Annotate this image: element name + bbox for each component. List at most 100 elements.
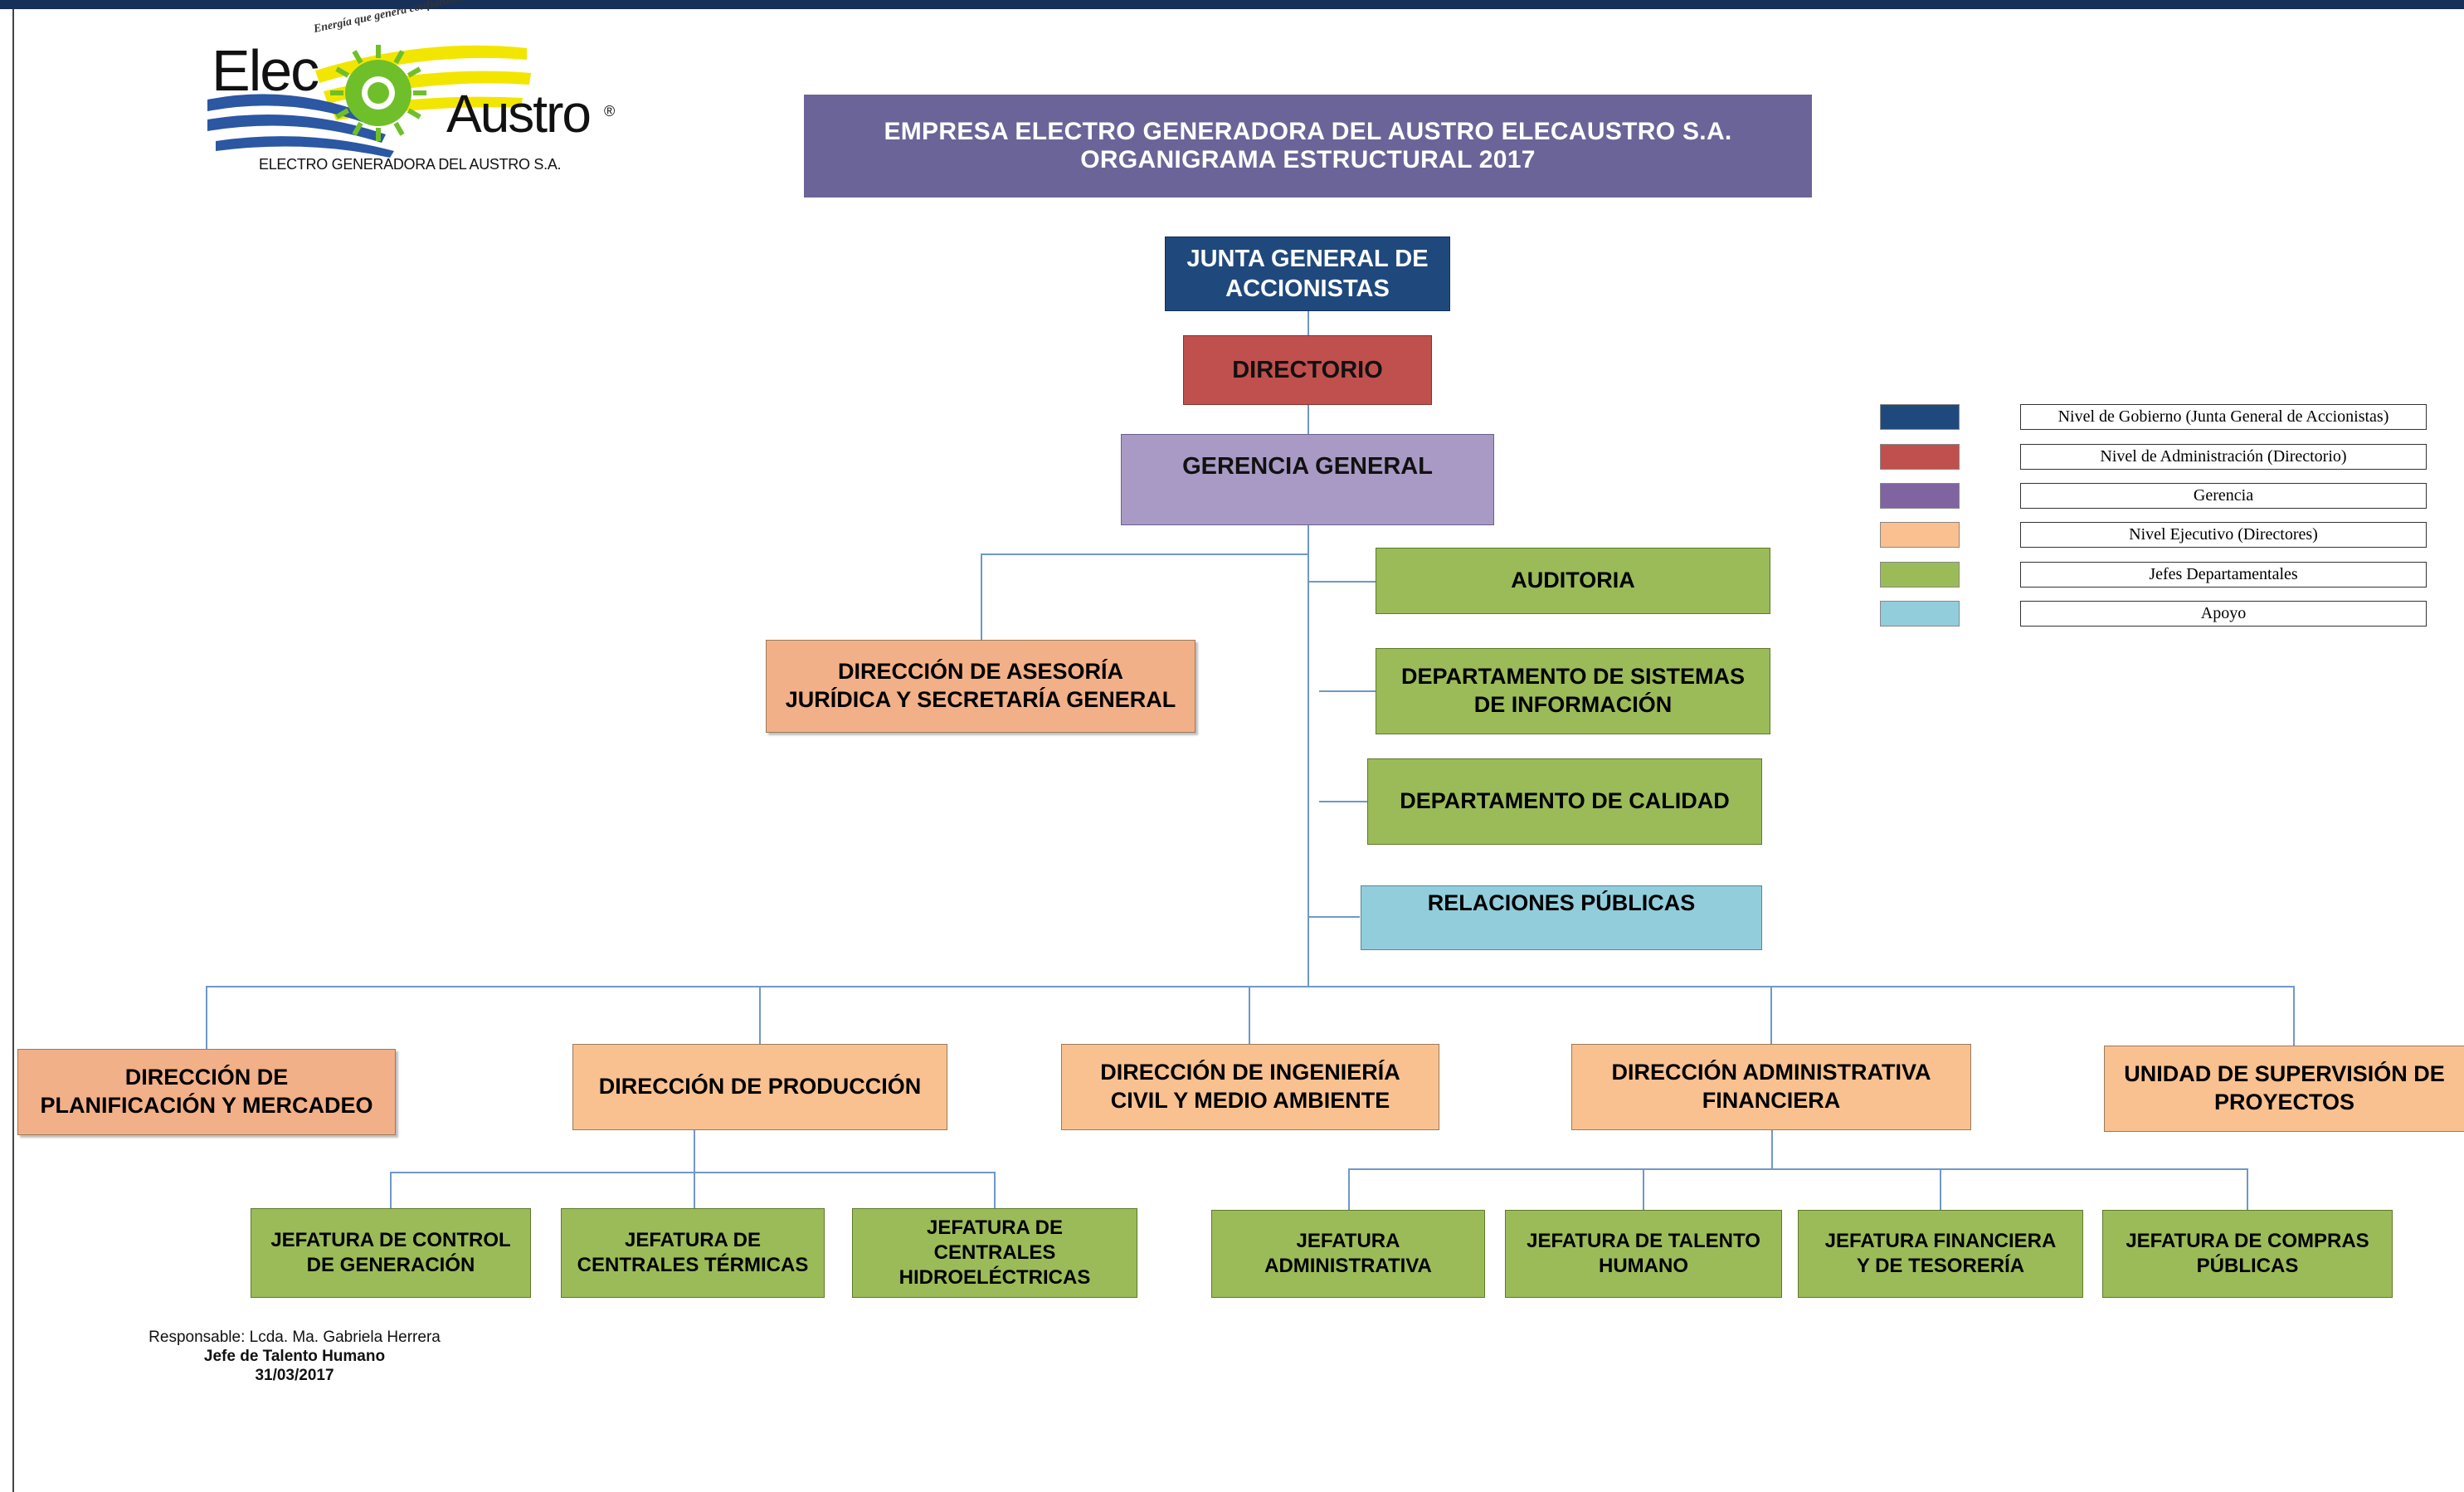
connector bbox=[2293, 986, 2295, 1046]
connector bbox=[2247, 1168, 2248, 1210]
node-relaciones-publicas: RELACIONES PÚBLICAS bbox=[1361, 885, 1762, 950]
node-label: Y DE TESORERÍA bbox=[1856, 1255, 2025, 1277]
footer-responsable-name: Responsable: Lcda. Ma. Gabriela Herrera bbox=[149, 1329, 441, 1346]
connector bbox=[1307, 311, 1309, 987]
node-label: JURÍDICA Y SECRETARÍA GENERAL bbox=[785, 687, 1176, 712]
node-ingenieria-civil: DIRECCIÓN DE INGENIERÍA CIVIL Y MEDIO AM… bbox=[1061, 1044, 1439, 1130]
left-border-line bbox=[12, 9, 14, 1492]
connector bbox=[1940, 1168, 1941, 1210]
node-label: JEFATURA DE bbox=[624, 1229, 761, 1251]
node-label: DIRECCIÓN DE PRODUCCIÓN bbox=[598, 1074, 922, 1099]
node-label: DEPARTAMENTO DE SISTEMAS bbox=[1400, 664, 1746, 690]
node-label: ADMINISTRATIVA bbox=[1264, 1255, 1432, 1277]
connector bbox=[1348, 1168, 2248, 1170]
connector bbox=[1771, 1130, 1773, 1170]
legend-swatch-ejecutivo bbox=[1880, 522, 1960, 548]
chart-title-line2: ORGANIGRAMA ESTRUCTURAL 2017 bbox=[1080, 146, 1536, 173]
node-sistemas-informacion: DEPARTAMENTO DE SISTEMAS DE INFORMACIÓN bbox=[1376, 648, 1770, 734]
node-asesoria-juridica: DIRECCIÓN DE ASESORÍA JURÍDICA Y SECRETA… bbox=[766, 640, 1195, 733]
node-jefatura-talento-humano: JEFATURA DE TALENTO HUMANO bbox=[1505, 1210, 1782, 1298]
connector bbox=[694, 1130, 695, 1173]
connector bbox=[1308, 916, 1360, 918]
node-label: JEFATURA DE COMPRAS bbox=[2126, 1230, 2369, 1252]
node-label: DE GENERACIÓN bbox=[306, 1254, 475, 1276]
node-label: DE INFORMACIÓN bbox=[1473, 692, 1673, 717]
legend-swatch-gobierno bbox=[1880, 404, 1960, 430]
chart-title: EMPRESA ELECTRO GENERADORA DEL AUSTRO EL… bbox=[804, 95, 1812, 197]
connector bbox=[981, 553, 982, 640]
logo-registered-mark: ® bbox=[604, 103, 616, 119]
footer-fecha: 31/03/2017 bbox=[255, 1367, 334, 1385]
legend-label: Gerencia bbox=[2020, 483, 2427, 509]
connector bbox=[1770, 986, 1772, 1044]
node-label: DEPARTAMENTO DE CALIDAD bbox=[1400, 788, 1730, 814]
node-jefatura-control-generacion: JEFATURA DE CONTROL DE GENERACIÓN bbox=[251, 1208, 531, 1298]
node-jefatura-centrales-termicas: JEFATURA DE CENTRALES TÉRMICAS bbox=[561, 1208, 825, 1298]
node-label: DIRECCIÓN DE bbox=[124, 1065, 289, 1090]
node-label: JEFATURA DE bbox=[926, 1217, 1063, 1239]
connector bbox=[1319, 690, 1376, 692]
node-planificacion-mercadeo: DIRECCIÓN DE PLANIFICACIÓN Y MERCADEO bbox=[17, 1049, 396, 1135]
node-label: PLANIFICACIÓN Y MERCADEO bbox=[40, 1093, 373, 1118]
node-supervision-proyectos: UNIDAD DE SUPERVISIÓN DE PROYECTOS bbox=[2104, 1046, 2464, 1132]
node-label: HUMANO bbox=[1599, 1255, 1688, 1277]
node-jefatura-administrativa: JEFATURA ADMINISTRATIVA bbox=[1211, 1210, 1485, 1298]
legend-swatch-apoyo bbox=[1880, 601, 1960, 627]
node-administrativa-financiera: DIRECCIÓN ADMINISTRATIVA FINANCIERA bbox=[1571, 1044, 1971, 1130]
node-label: CENTRALES bbox=[933, 1241, 1056, 1264]
node-produccion: DIRECCIÓN DE PRODUCCIÓN bbox=[572, 1044, 947, 1130]
node-directorio: DIRECTORIO bbox=[1183, 335, 1432, 405]
connector bbox=[206, 986, 2295, 987]
node-label: AUDITORIA bbox=[1511, 568, 1635, 593]
legend-label: Jefes Departamentales bbox=[2020, 562, 2427, 588]
node-auditoria: AUDITORIA bbox=[1376, 548, 1770, 614]
connector bbox=[206, 986, 207, 1049]
node-label: JEFATURA DE CONTROL bbox=[270, 1229, 511, 1251]
logo-graphic-icon bbox=[207, 45, 531, 158]
node-jefatura-centrales-hidroelectricas: JEFATURA DE CENTRALES HIDROELÉCTRICAS bbox=[852, 1208, 1137, 1298]
node-gerencia-general: GERENCIA GENERAL bbox=[1121, 434, 1494, 525]
legend-swatch-jefes bbox=[1880, 562, 1960, 588]
node-label: HIDROELÉCTRICAS bbox=[898, 1266, 1091, 1289]
connector bbox=[1348, 1168, 1350, 1210]
connector bbox=[1643, 1168, 1644, 1210]
footer-responsable: Responsable: Lcda. Ma. Gabriela Herrera … bbox=[116, 1328, 473, 1386]
top-border-bar bbox=[0, 0, 2464, 9]
connector bbox=[390, 1172, 996, 1173]
logo-brand-elec: Elec bbox=[212, 38, 319, 103]
legend-label: Nivel Ejecutivo (Directores) bbox=[2020, 522, 2427, 548]
legend-swatch-gerencia bbox=[1880, 483, 1960, 509]
node-label: CENTRALES TÉRMICAS bbox=[577, 1254, 809, 1276]
connector bbox=[981, 553, 1308, 555]
node-label: PROYECTOS bbox=[2213, 1090, 2355, 1114]
node-label: DIRECCIÓN ADMINISTRATIVA bbox=[1611, 1060, 1931, 1085]
connector bbox=[759, 986, 761, 1044]
connector bbox=[994, 1172, 996, 1208]
node-label: UNIDAD DE SUPERVISIÓN DE bbox=[2124, 1061, 2445, 1087]
node-calidad: DEPARTAMENTO DE CALIDAD bbox=[1367, 758, 1762, 845]
logo-brand-austro: Austro bbox=[446, 84, 592, 144]
legend-label: Nivel de Administración (Directorio) bbox=[2020, 444, 2427, 470]
chart-title-line1: EMPRESA ELECTRO GENERADORA DEL AUSTRO EL… bbox=[884, 117, 1732, 145]
connector bbox=[1308, 581, 1376, 583]
connector bbox=[390, 1172, 392, 1208]
node-label: RELACIONES PÚBLICAS bbox=[1427, 890, 1696, 915]
node-junta-general: JUNTA GENERAL DE ACCIONISTAS bbox=[1165, 236, 1450, 311]
node-label: DIRECCIÓN DE ASESORÍA bbox=[837, 659, 1124, 685]
node-label: JEFATURA FINANCIERA bbox=[1824, 1230, 2057, 1252]
node-jefatura-compras-publicas: JEFATURA DE COMPRAS PÚBLICAS bbox=[2102, 1210, 2393, 1298]
node-label: JUNTA GENERAL DE bbox=[1186, 245, 1429, 272]
node-label: CIVIL Y MEDIO AMBIENTE bbox=[1110, 1088, 1390, 1113]
connector bbox=[1249, 986, 1250, 1044]
node-label: ACCIONISTAS bbox=[1225, 275, 1390, 302]
legend-swatch-administracion bbox=[1880, 444, 1960, 470]
logo-subtitle: ELECTRO GENERADORA DEL AUSTRO S.A. bbox=[259, 156, 562, 173]
node-label: PÚBLICAS bbox=[2196, 1255, 2299, 1277]
legend-label: Nivel de Gobierno (Junta General de Acci… bbox=[2020, 404, 2427, 430]
node-label: JEFATURA bbox=[1296, 1230, 1400, 1252]
footer-cargo: Jefe de Talento Humano bbox=[203, 1348, 386, 1366]
connector bbox=[694, 1172, 695, 1208]
node-label: FINANCIERA bbox=[1702, 1088, 1841, 1113]
connector bbox=[1319, 801, 1367, 802]
node-label: GERENCIA GENERAL bbox=[1182, 453, 1433, 480]
